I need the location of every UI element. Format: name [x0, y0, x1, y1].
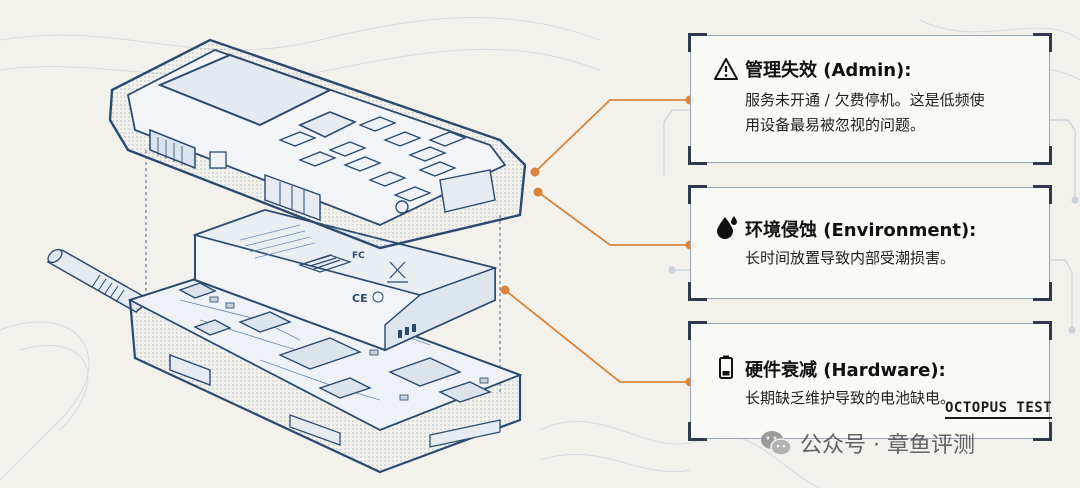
- environment-card: 环境侵蚀 (Environment): 长时间放置导致内部受潮损害。: [688, 185, 1052, 301]
- circuit-board-layer: [46, 248, 523, 474]
- admin-card-line-2: 用设备最易被忽视的问题。: [745, 116, 926, 134]
- hardware-card-line-1: 长期缺乏维护导致的电池缺电。: [745, 389, 956, 407]
- warning-icon: [714, 58, 738, 80]
- environment-card-line-1: 长时间放置导致内部受潮损害。: [745, 249, 956, 267]
- battery-fc-mark: FC: [352, 251, 365, 261]
- hardware-card-body: 长期缺乏维护导致的电池缺电。: [745, 386, 1035, 411]
- callout-dots: [500, 95, 695, 387]
- hardware-card-title: 硬件衰减 (Hardware):: [745, 360, 946, 381]
- environment-card-title: 环境侵蚀 (Environment):: [745, 220, 977, 241]
- admin-card-line-1: 服务未开通 / 欠费停机。这是低频使: [745, 91, 985, 109]
- alignment-guides: [145, 150, 501, 395]
- watermark-chinese-text: 公众号 · 章鱼评测: [800, 433, 975, 458]
- environment-card-body: 长时间放置导致内部受潮损害。: [745, 246, 1035, 271]
- phone-screen: [157, 53, 333, 127]
- admin-card: 管理失效 (Admin): 服务未开通 / 欠费停机。这是低频使 用设备最易被忽…: [688, 33, 1052, 165]
- battery-layer: CE FC: [192, 208, 498, 352]
- callout-lines: [504, 99, 690, 383]
- wechat-icon: [761, 431, 792, 456]
- admin-card-body: 服务未开通 / 欠费停机。这是低频使 用设备最易被忽视的问题。: [745, 88, 1035, 138]
- battery-ce-mark: CE: [352, 292, 368, 305]
- phone-front-layer: [108, 38, 527, 250]
- battery-icon: [719, 355, 733, 379]
- admin-card-title: 管理失效 (Admin):: [745, 60, 912, 81]
- hardware-card: 硬件衰减 (Hardware): 长期缺乏维护导致的电池缺电。: [688, 321, 1052, 441]
- circuit-traces: [663, 109, 1079, 334]
- water-drop-icon: [717, 216, 737, 239]
- watermark-english: OCTOPUS TEST: [945, 400, 1053, 419]
- watermark-wechat: 公众号 · 章鱼评测: [760, 426, 975, 460]
